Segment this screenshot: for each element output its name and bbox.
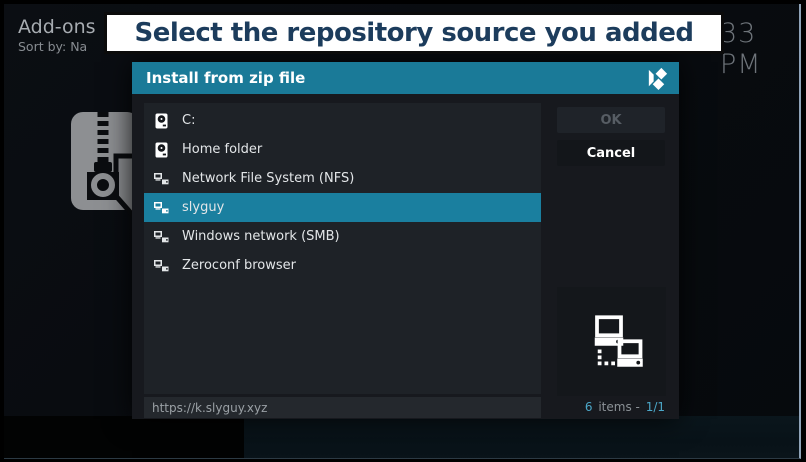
source-list: C: Home folder Network File System (NFS) [144,103,541,394]
current-path: https://k.slyguy.xyz [152,400,268,415]
network-icon [154,230,169,243]
list-item-slyguy-selected[interactable]: slyguy [144,193,541,222]
instruction-banner-text: Select the repository source you added [134,18,694,48]
thumbnail-panel [557,287,666,396]
list-item-nfs[interactable]: Network File System (NFS) [144,164,541,193]
list-item-smb[interactable]: Windows network (SMB) [144,222,541,251]
page-indicator: 1/1 [645,400,665,414]
path-bar: https://k.slyguy.xyz [144,397,541,418]
list-item-label: Home folder [182,142,263,157]
hard-drive-icon [154,113,169,129]
network-icon [154,172,169,185]
list-item-c-drive[interactable]: C: [144,106,541,135]
instruction-banner: Select the repository source you added [104,12,724,54]
network-computers-icon [594,314,643,367]
network-icon [154,201,169,214]
list-item-zeroconf[interactable]: Zeroconf browser [144,251,541,280]
dialog-header: Install from zip file [132,62,679,94]
list-item-label: C: [182,113,196,128]
list-item-label: slyguy [182,200,225,215]
cancel-button[interactable]: Cancel [557,140,665,166]
items-count-number: 6 [584,400,593,414]
list-item-home-folder[interactable]: Home folder [144,135,541,164]
install-from-zip-dialog: Install from zip file C: [132,62,679,419]
list-item-label: Zeroconf browser [182,258,296,273]
dialog-title: Install from zip file [146,69,306,87]
network-icon [154,259,169,272]
page-title: Add-ons [18,16,96,38]
background-shadow [4,416,244,458]
kodi-logo-icon [645,66,670,95]
list-item-label: Windows network (SMB) [182,229,340,244]
background-bottom-bar [244,416,799,458]
kodi-screen: Add-ons Sort by: Na 33 PM Install from z… [4,4,801,459]
ok-button[interactable]: OK [557,107,665,133]
list-item-label: Network File System (NFS) [182,171,355,186]
items-count-label: items - [598,400,640,414]
items-count: 6 items - 1/1 [585,400,665,414]
clock: 33 PM [720,18,762,80]
hard-drive-icon [154,142,169,158]
sort-by-label[interactable]: Sort by: Na [18,39,88,54]
